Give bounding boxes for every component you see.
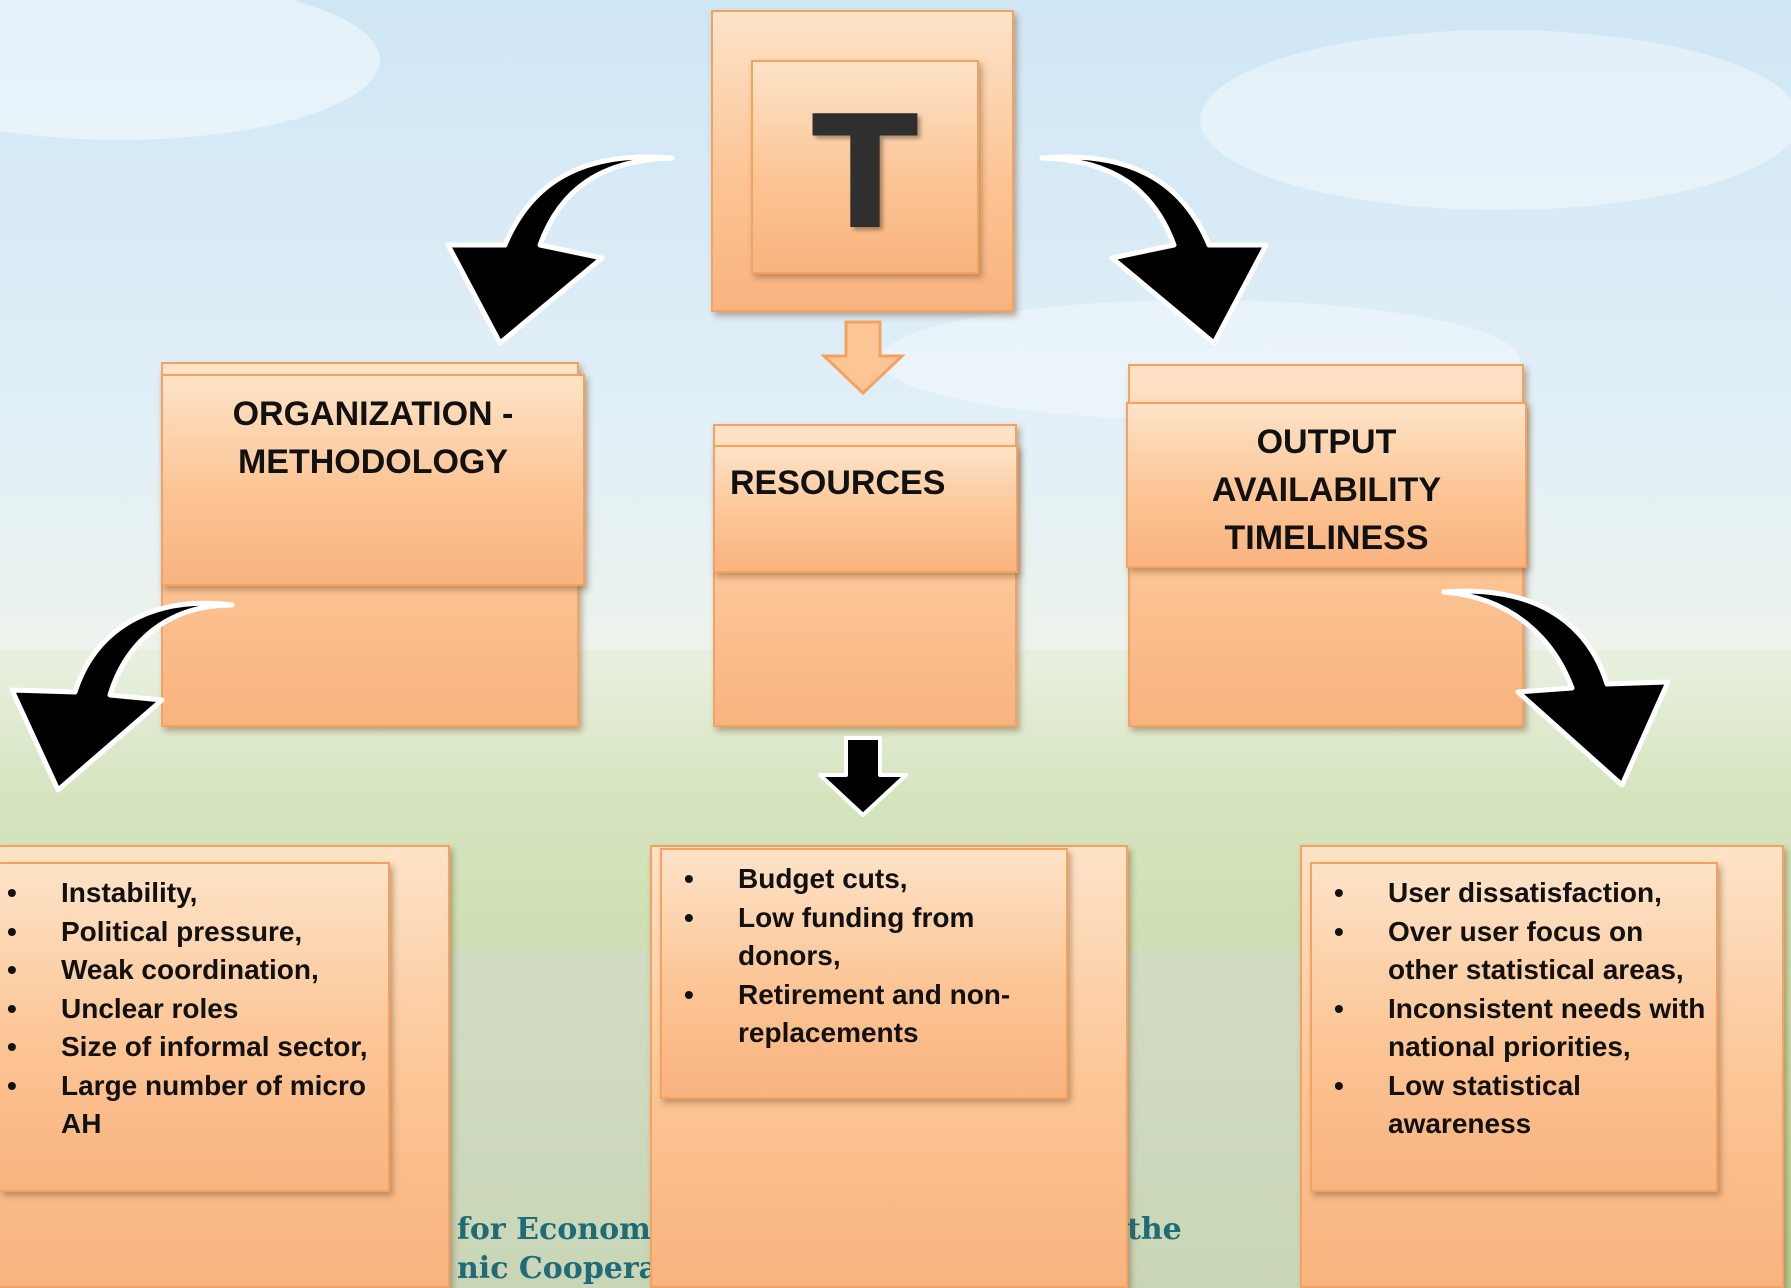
resources-card: RESOURCES	[713, 445, 1018, 573]
list-item: User dissatisfaction,	[1327, 874, 1712, 913]
center-letter: T	[811, 82, 919, 264]
organization-card: ORGANIZATION - METHODOLOGY	[161, 374, 585, 586]
organization-issues-card: Instability, Political pressure, Weak co…	[0, 862, 390, 1192]
list-item: Retirement and non-replacements	[677, 976, 1057, 1053]
output-title-line3: TIMELINESS	[1224, 519, 1429, 557]
output-title-line2: AVAILABILITY	[1211, 471, 1442, 509]
organization-title-line1: ORGANIZATION -	[232, 395, 514, 433]
down-arrow-icon	[818, 736, 908, 817]
output-issues-card: User dissatisfaction, Over user focus on…	[1310, 862, 1718, 1192]
list-item: Political pressure,	[0, 913, 380, 952]
list-item: Inconsistent needs with national priorit…	[1327, 990, 1712, 1067]
output-issues-list: User dissatisfaction, Over user focus on…	[1327, 874, 1712, 1144]
output-card: OUTPUT AVAILABILITY TIMELINESS	[1126, 402, 1527, 568]
curved-arrow-icon	[445, 154, 675, 346]
down-arrow-icon	[820, 320, 906, 396]
organization-title: ORGANIZATION - METHODOLOGY	[163, 390, 583, 486]
list-item: Size of informal sector,	[0, 1028, 380, 1067]
background-text-line1b: the	[1127, 1212, 1182, 1247]
curved-arrow-icon	[9, 600, 235, 793]
list-item: Low statistical awareness	[1327, 1067, 1712, 1144]
list-item: Large number of micro AH	[0, 1067, 380, 1144]
list-item: Unclear roles	[0, 990, 380, 1029]
curved-arrow-icon	[1039, 154, 1269, 346]
resources-issues-list: Budget cuts, Low funding from donors, Re…	[677, 860, 1057, 1053]
organization-issues-list: Instability, Political pressure, Weak co…	[0, 874, 380, 1144]
list-item: Weak coordination,	[0, 951, 380, 990]
list-item: Instability,	[0, 874, 380, 913]
center-box-inner: T	[751, 60, 979, 274]
resources-title: RESOURCES	[730, 464, 946, 502]
background-text-line1a: for Economic	[457, 1212, 681, 1247]
list-item: Low funding from donors,	[677, 899, 1057, 976]
output-title: OUTPUT AVAILABILITY TIMELINESS	[1128, 418, 1525, 562]
organization-title-line2: METHODOLOGY	[237, 443, 509, 481]
resources-issues-card: Budget cuts, Low funding from donors, Re…	[660, 848, 1068, 1099]
list-item: Budget cuts,	[677, 860, 1057, 899]
output-title-line1: OUTPUT	[1256, 423, 1397, 461]
curved-arrow-icon	[1441, 588, 1671, 788]
list-item: Over user focus on other statistical are…	[1327, 913, 1712, 990]
